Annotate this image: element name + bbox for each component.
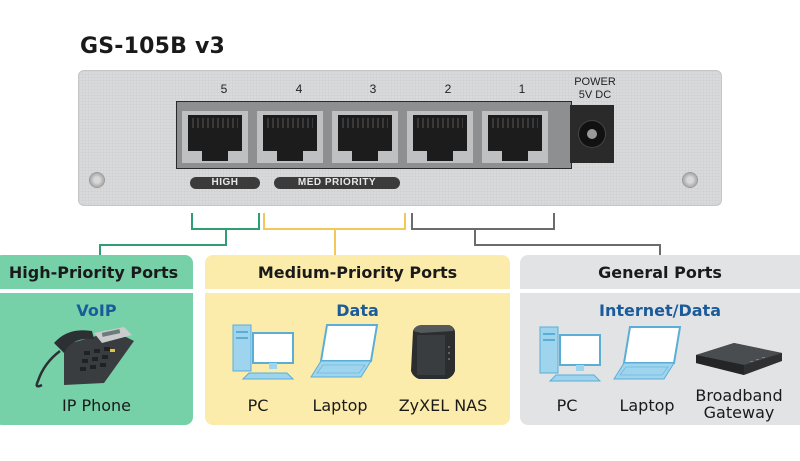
pc-label: PC bbox=[556, 396, 578, 415]
ethernet-port-4 bbox=[257, 111, 323, 163]
laptop-label: Laptop bbox=[312, 396, 368, 415]
general-ports-panel: General Ports Internet/Data PC Laptop Br… bbox=[520, 255, 800, 425]
power-label-line2: 5V DC bbox=[578, 89, 612, 101]
general-ports-title: General Ports bbox=[520, 255, 800, 289]
port-number-4: 4 bbox=[295, 82, 303, 96]
pc-icon bbox=[232, 324, 295, 380]
high-priority-title: High-Priority Ports bbox=[0, 255, 193, 289]
ethernet-port-2 bbox=[407, 111, 473, 163]
high-priority-badge: HIGH bbox=[190, 177, 260, 189]
port-number-3: 3 bbox=[369, 82, 377, 96]
nas-icon bbox=[411, 325, 455, 379]
pc-label: PC bbox=[247, 396, 269, 415]
high-priority-subtitle: VoIP bbox=[76, 301, 117, 320]
ethernet-port-1 bbox=[482, 111, 548, 163]
general-ports-subtitle: Internet/Data bbox=[599, 301, 721, 320]
ip-phone-icon bbox=[35, 327, 134, 388]
medium-priority-subtitle: Data bbox=[336, 301, 379, 320]
power-label: POWER 5V DC bbox=[566, 76, 624, 102]
nas-label: ZyXEL NAS bbox=[398, 396, 488, 415]
screw-icon bbox=[683, 173, 697, 187]
laptop-label: Laptop bbox=[619, 396, 675, 415]
medium-priority-title: Medium-Priority Ports bbox=[205, 255, 510, 289]
ethernet-port-3 bbox=[332, 111, 398, 163]
laptop-icon bbox=[613, 326, 682, 380]
product-title: GS-105B v3 bbox=[80, 34, 226, 59]
ethernet-port-5 bbox=[182, 111, 248, 163]
port-number-1: 1 bbox=[518, 82, 526, 96]
pc-icon bbox=[539, 326, 602, 382]
high-connector-stem bbox=[99, 229, 227, 256]
port-number-5: 5 bbox=[220, 82, 228, 96]
medium-priority-badge: MED PRIORITY bbox=[274, 177, 400, 189]
laptop-icon bbox=[310, 324, 379, 378]
power-jack-icon bbox=[570, 105, 614, 163]
high-connector bbox=[191, 213, 260, 230]
power-label-line1: POWER bbox=[574, 76, 616, 88]
gateway-label: Broadband Gateway bbox=[684, 387, 794, 421]
screw-icon bbox=[90, 173, 104, 187]
ip-phone-label: IP Phone bbox=[61, 396, 131, 415]
high-priority-panel: High-Priority Ports VoIP IP Phone bbox=[0, 255, 193, 425]
medium-connector bbox=[263, 213, 406, 230]
gateway-icon bbox=[696, 343, 782, 375]
gateway-label-line1: Broadband bbox=[695, 386, 783, 405]
general-connector-stem bbox=[474, 229, 661, 256]
gateway-label-line2: Gateway bbox=[703, 403, 775, 422]
port-number-2: 2 bbox=[444, 82, 452, 96]
general-connector bbox=[411, 213, 555, 230]
medium-priority-panel: Medium-Priority Ports Data PC Laptop ZyX… bbox=[205, 255, 510, 425]
